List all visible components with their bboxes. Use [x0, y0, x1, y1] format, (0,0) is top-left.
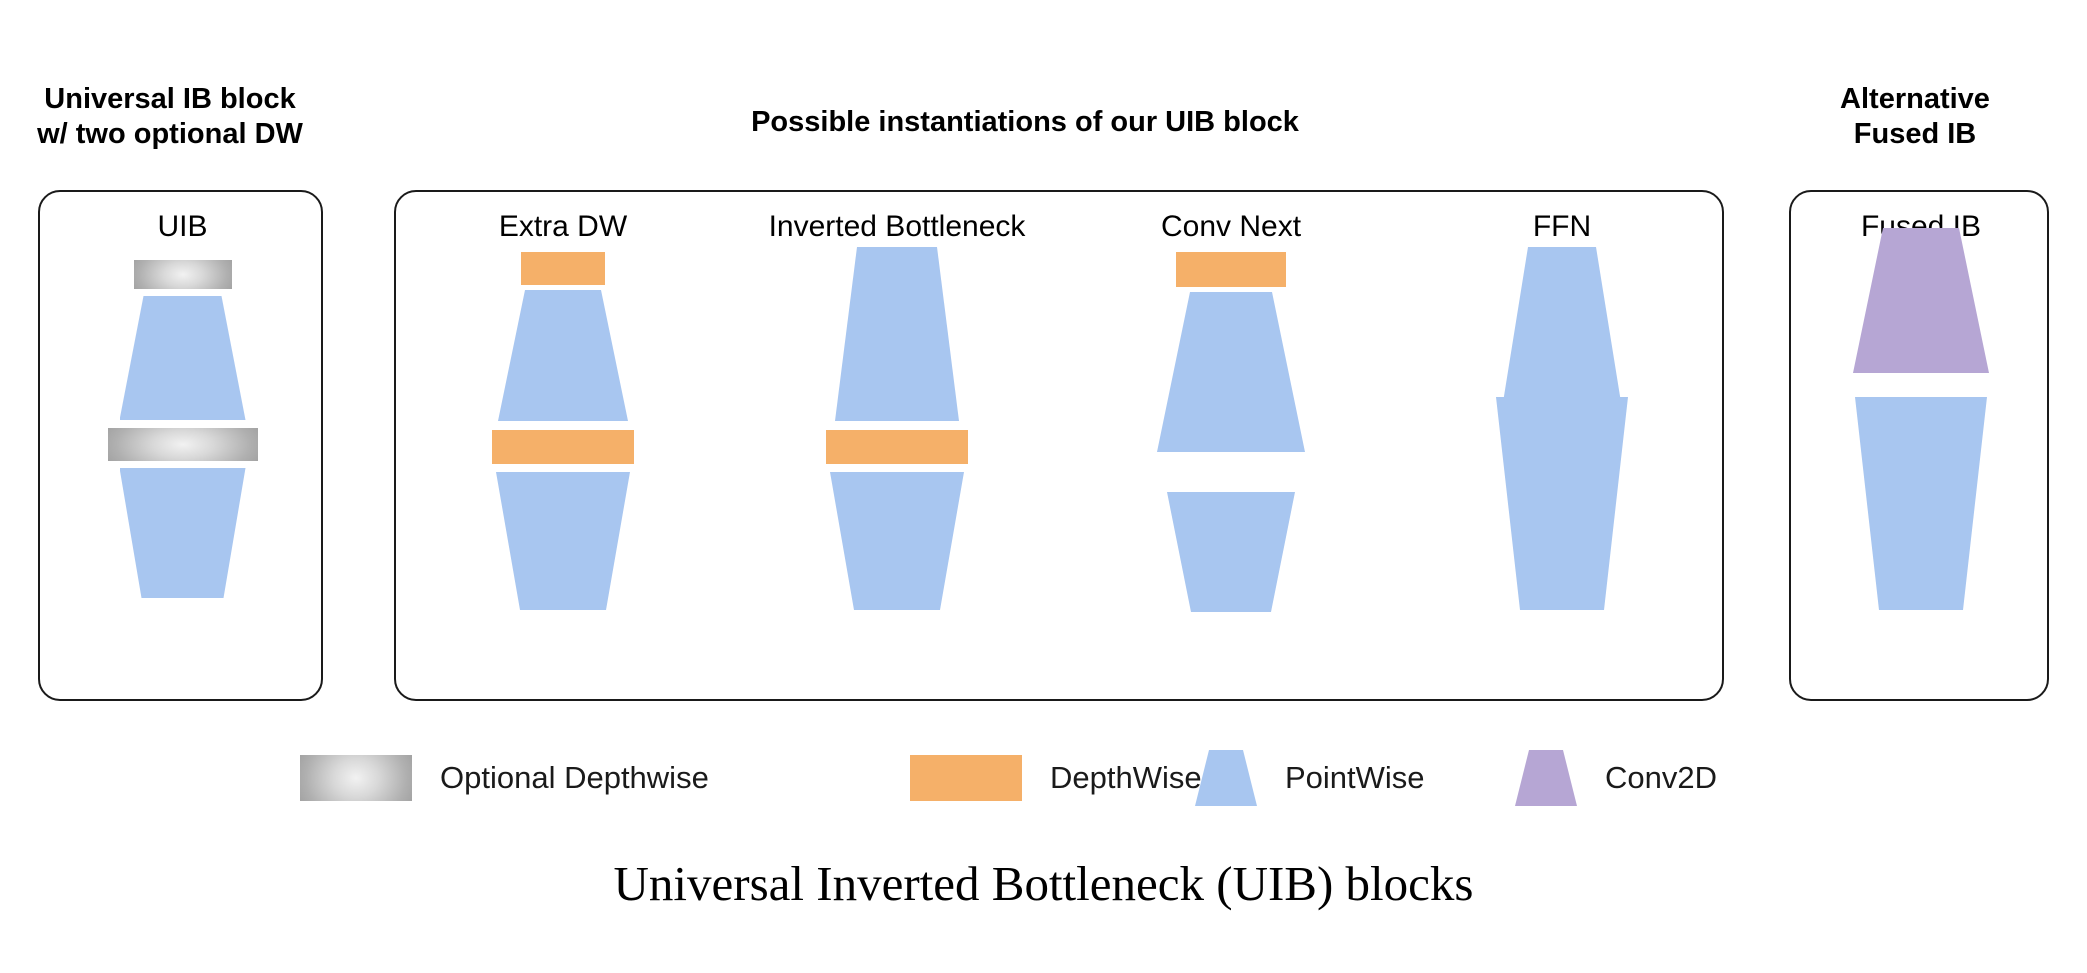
- column-extra-dw: Extra DW: [396, 192, 730, 699]
- pointwise-expand-top: [835, 247, 959, 421]
- column-ffn: FFN: [1398, 192, 1726, 699]
- depthwise-bar-middle: [492, 430, 634, 464]
- pointwise-expand-top: [1500, 247, 1624, 421]
- column-title-inverted-bottleneck: Inverted Bottleneck: [768, 210, 1026, 243]
- conv2d-swatch-icon: [1515, 750, 1577, 806]
- column-fused-ib: Fused IB: [1791, 192, 2051, 699]
- pointwise-expand-top: [1157, 292, 1305, 452]
- column-uib: UIB: [40, 192, 325, 699]
- depthwise-bar-middle: [826, 430, 968, 464]
- panel-uib-block: UIB: [38, 190, 323, 701]
- conv2d-expand-top: [1853, 228, 1989, 373]
- heading-universal-ib-block: Universal IB block w/ two optional DW: [37, 83, 303, 151]
- pointwise-expand-top: [120, 296, 246, 420]
- pointwise-contract-bottom: [120, 468, 246, 598]
- heading-alternative-fused-ib: Alternative Fused IB: [1840, 83, 1990, 151]
- legend-item-conv2d: Conv2D: [1515, 748, 1717, 808]
- pointwise-contract-bottom: [1496, 397, 1628, 610]
- column-title-conv-next: Conv Next: [1160, 210, 1302, 243]
- pointwise-contract-bottom: [496, 472, 630, 610]
- heading-possible-instantiations: Possible instantiations of our UIB block: [751, 106, 1299, 138]
- legend: Optional Depthwise DepthWise PointWise C…: [0, 748, 2087, 818]
- depthwise-bar-top: [521, 252, 605, 285]
- legend-label-optional-depthwise: Optional Depthwise: [440, 760, 709, 795]
- pointwise-expand-top: [498, 290, 628, 421]
- panel-instantiations: Extra DW Inverted Bottleneck Conv Next F…: [394, 190, 1724, 701]
- panel-fused-ib: Fused IB: [1789, 190, 2049, 701]
- column-title-ffn: FFN: [1532, 210, 1592, 243]
- legend-label-conv2d: Conv2D: [1605, 760, 1717, 795]
- optional-depthwise-bar-middle: [107, 428, 258, 461]
- legend-label-depthwise: DepthWise: [1050, 760, 1202, 795]
- pointwise-swatch-icon: [1195, 750, 1257, 806]
- column-conv-next: Conv Next: [1064, 192, 1398, 699]
- column-inverted-bottleneck: Inverted Bottleneck: [730, 192, 1064, 699]
- pointwise-contract-bottom: [1855, 397, 1987, 610]
- pointwise-contract-bottom: [830, 472, 964, 610]
- depthwise-bar-top: [1176, 252, 1286, 287]
- pointwise-contract-bottom: [1167, 492, 1295, 612]
- figure-caption: Universal Inverted Bottleneck (UIB) bloc…: [613, 856, 1474, 911]
- legend-item-optional-depthwise: Optional Depthwise: [300, 748, 709, 808]
- depthwise-swatch-icon: [910, 755, 1022, 801]
- optional-depthwise-bar-top: [133, 260, 232, 289]
- legend-label-pointwise: PointWise: [1285, 760, 1425, 795]
- optional-depthwise-swatch-icon: [300, 755, 412, 801]
- legend-item-depthwise: DepthWise: [910, 748, 1202, 808]
- column-title-uib: UIB: [157, 210, 208, 243]
- legend-item-pointwise: PointWise: [1195, 748, 1425, 808]
- column-title-extra-dw: Extra DW: [498, 210, 628, 243]
